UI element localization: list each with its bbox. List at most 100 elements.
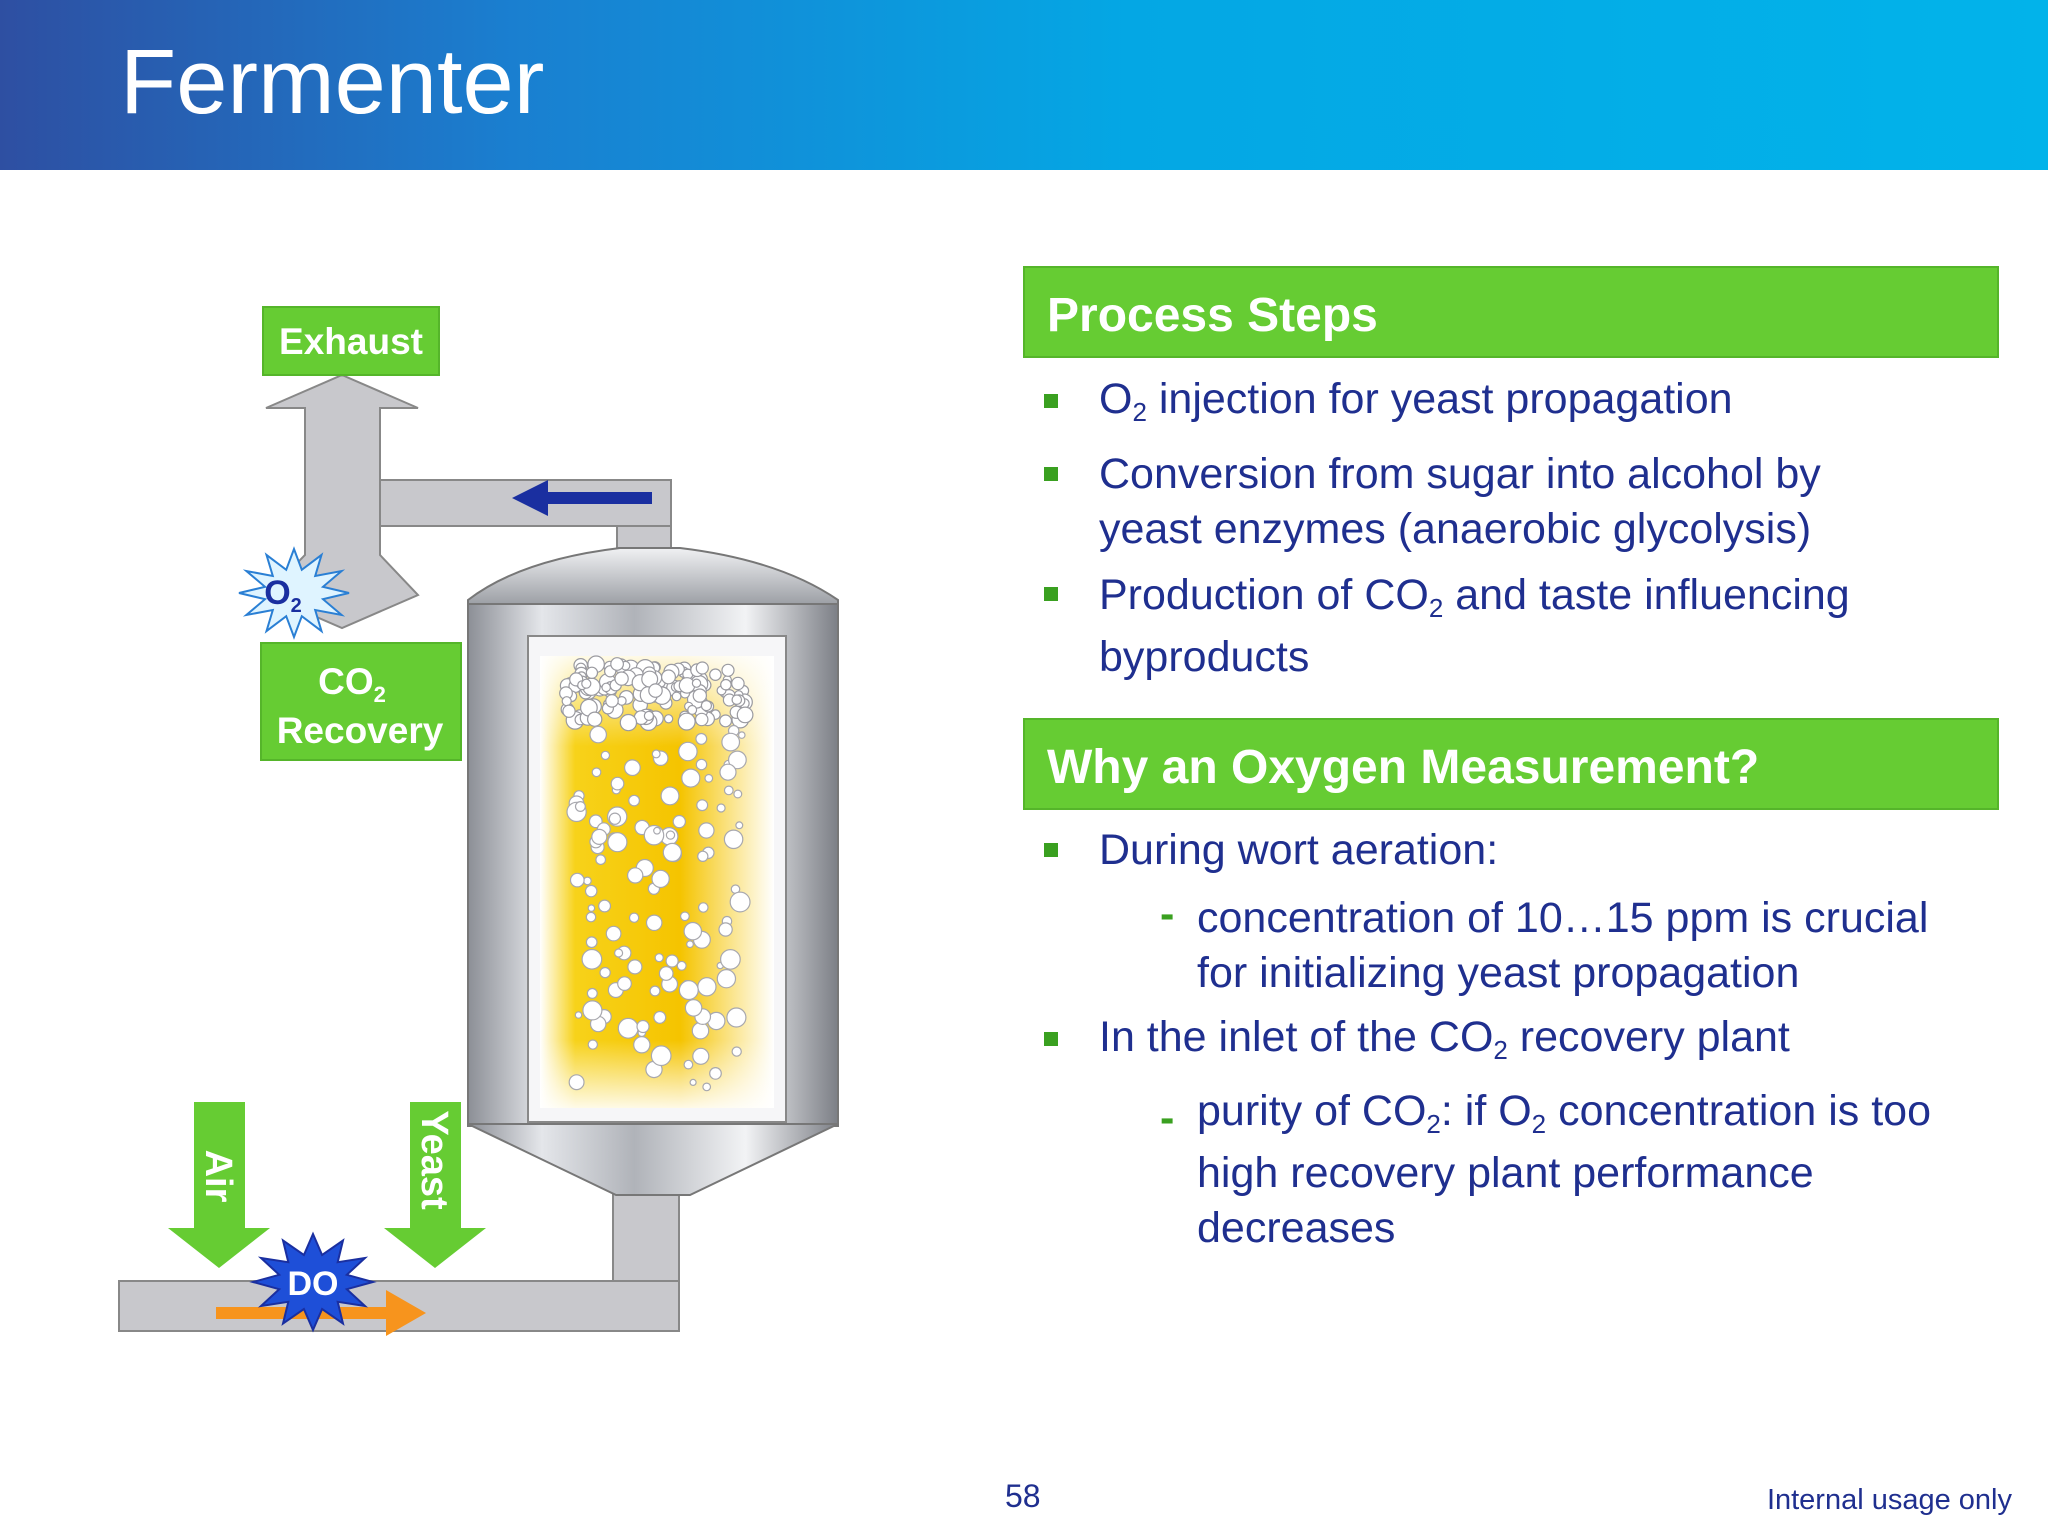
rising-bubble bbox=[697, 850, 709, 863]
process-steps-title: Process Steps bbox=[1047, 289, 1378, 342]
title-bar bbox=[0, 0, 2048, 170]
rising-bubble bbox=[574, 1011, 583, 1019]
rising-bubble bbox=[716, 969, 737, 989]
svg-text:Exhaust: Exhaust bbox=[279, 321, 423, 362]
rising-bubble bbox=[653, 826, 661, 835]
rising-bubble bbox=[697, 977, 717, 997]
rising-bubble bbox=[627, 867, 644, 884]
rising-bubble bbox=[686, 940, 694, 949]
rising-bubble bbox=[627, 959, 643, 975]
rising-bubble bbox=[574, 800, 586, 812]
bullet-icon bbox=[1044, 467, 1058, 481]
rising-bubble bbox=[726, 1007, 747, 1028]
foam-bubble bbox=[562, 704, 576, 718]
bullet-icon bbox=[1044, 587, 1058, 601]
fermenter-diagram: Exhaust CO2 Recovery O2 Air Yeast DO bbox=[118, 306, 839, 1336]
rising-bubble bbox=[728, 750, 747, 770]
rising-bubble bbox=[598, 899, 612, 913]
rising-bubble bbox=[721, 732, 741, 752]
foam-bubble bbox=[585, 666, 599, 680]
rising-bubble bbox=[735, 821, 744, 830]
rising-bubble bbox=[654, 953, 664, 963]
bullet-icon bbox=[1044, 394, 1058, 408]
foam-bubble bbox=[671, 691, 682, 702]
rising-bubble bbox=[709, 1066, 722, 1080]
rising-bubble bbox=[718, 922, 733, 937]
rising-bubble bbox=[645, 914, 663, 932]
foam-bubble bbox=[720, 678, 732, 691]
rising-bubble bbox=[589, 725, 607, 744]
rising-bubble bbox=[599, 966, 611, 979]
svg-text:Yeast: Yeast bbox=[413, 1110, 455, 1210]
rising-bubble bbox=[684, 999, 703, 1017]
process-steps-header: Process Steps bbox=[1023, 266, 1999, 358]
svg-text:DO: DO bbox=[288, 1265, 339, 1303]
rising-bubble bbox=[704, 773, 714, 783]
rising-bubble bbox=[569, 872, 585, 888]
foam-bubble bbox=[691, 678, 702, 688]
rising-bubble bbox=[672, 814, 687, 829]
rising-bubble bbox=[617, 1017, 639, 1039]
rising-bubble bbox=[650, 1045, 672, 1067]
rising-bubble bbox=[583, 876, 592, 886]
exhaust-label: Exhaust bbox=[262, 306, 440, 376]
rising-bubble bbox=[581, 948, 603, 970]
rising-bubble bbox=[678, 741, 698, 762]
why-oxygen-title: Why an Oxygen Measurement? bbox=[1047, 741, 1760, 794]
rising-bubble bbox=[584, 884, 598, 898]
rising-bubble bbox=[608, 812, 622, 825]
why-item-1: During wort aeration: bbox=[1099, 826, 1499, 874]
rising-bubble bbox=[651, 869, 670, 889]
rising-bubble bbox=[651, 749, 661, 759]
rising-bubble bbox=[587, 1039, 599, 1050]
bullet-icon bbox=[1044, 843, 1058, 857]
rising-bubble bbox=[716, 803, 726, 813]
rising-bubble bbox=[613, 948, 624, 958]
co2-recovery-label: CO2 Recovery bbox=[260, 642, 462, 761]
rising-bubble bbox=[591, 767, 602, 778]
foam-bubble bbox=[601, 682, 611, 693]
foam-bubble bbox=[605, 694, 619, 708]
rising-bubble bbox=[731, 1046, 742, 1057]
why-sub-2: purity of CO2: if O2 concentration is to… bbox=[1197, 1087, 1931, 1139]
rising-bubble bbox=[624, 759, 641, 777]
rising-bubble bbox=[582, 1000, 603, 1021]
rising-bubble bbox=[587, 904, 596, 912]
rising-bubble bbox=[695, 732, 708, 745]
rising-bubble bbox=[610, 776, 625, 791]
rising-bubble bbox=[696, 799, 709, 812]
page-number: 58 bbox=[1005, 1478, 1041, 1514]
rising-bubble bbox=[607, 832, 628, 853]
yeast-arrow: Yeast bbox=[384, 1102, 486, 1268]
rising-bubble bbox=[568, 1074, 585, 1091]
foam-bubble bbox=[614, 671, 629, 686]
rising-bubble bbox=[591, 828, 608, 846]
rising-bubble bbox=[680, 911, 690, 922]
top-pipe bbox=[379, 479, 672, 549]
rising-bubble bbox=[689, 1078, 697, 1087]
rising-bubble bbox=[586, 987, 598, 999]
why-item-2: In the inlet of the CO2 recovery plant bbox=[1099, 1013, 1790, 1065]
foam-bubble bbox=[721, 663, 735, 677]
foam-bubble bbox=[587, 711, 603, 727]
foam-bubble bbox=[648, 683, 663, 698]
svg-text:Air: Air bbox=[197, 1150, 239, 1203]
foam-bubble bbox=[736, 706, 754, 724]
rising-bubble bbox=[585, 911, 597, 923]
do-burst: DO bbox=[249, 1231, 377, 1333]
svg-text:O2: O2 bbox=[264, 574, 302, 617]
rising-bubble bbox=[653, 1010, 667, 1024]
footer-note: Internal usage only bbox=[1766, 1484, 2012, 1516]
rising-bubble bbox=[723, 785, 734, 796]
foam-bubble bbox=[561, 696, 572, 707]
dash-icon: - bbox=[1160, 890, 1175, 938]
foam-bubble bbox=[619, 713, 638, 732]
svg-text:Recovery: Recovery bbox=[277, 710, 444, 751]
foam-bubble bbox=[692, 688, 708, 703]
rising-bubble bbox=[719, 763, 737, 781]
rising-bubble bbox=[649, 985, 661, 997]
rising-bubble bbox=[628, 912, 640, 923]
step-3-cont: byproducts bbox=[1099, 633, 1310, 681]
